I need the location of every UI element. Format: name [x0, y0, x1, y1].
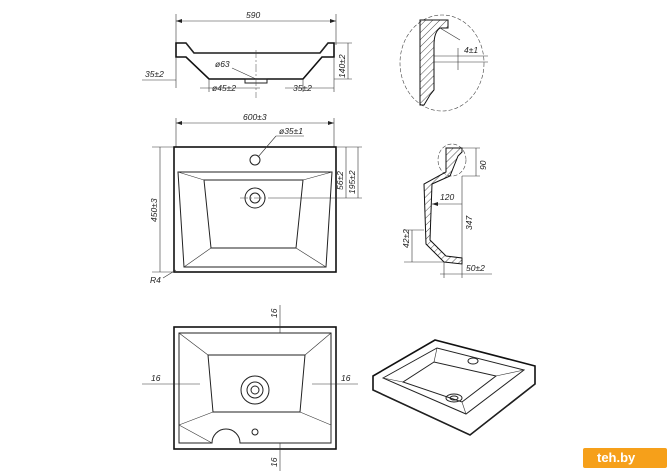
dim-tap-hole: ø35±1: [279, 126, 303, 136]
iso-bowl: [401, 361, 498, 403]
dim-right-offset: 35±2: [293, 83, 312, 93]
dim-section-bottom: 50±2: [466, 263, 485, 273]
plan-outline: [173, 146, 337, 273]
bottom-view: 16 16 16 16: [142, 305, 358, 471]
tap-hole: [249, 154, 261, 166]
section-hatch: [423, 147, 463, 265]
plan-bowl: [203, 179, 304, 249]
bottom-rim: [178, 332, 332, 444]
bottom-drain: [240, 375, 270, 405]
dim-drain-offset: 56±2: [335, 171, 345, 190]
dim-section-drain: 42±2: [401, 229, 411, 248]
isometric-view: [372, 339, 536, 436]
dim-plan-depth: 450±3: [149, 198, 159, 222]
dim-section-top: 90: [478, 160, 488, 170]
dim-radius: R4: [150, 275, 161, 285]
dim-drain-depth: 195±2: [347, 170, 357, 194]
iso-outline: [372, 339, 536, 436]
plan-rim: [177, 171, 333, 268]
dim-height: 140±2: [337, 54, 347, 78]
detail-view: 4±1: [399, 14, 488, 112]
dim-width-590: 590: [246, 10, 260, 20]
detail-hatch: [419, 19, 449, 106]
dim-outlet: ø45±2: [212, 83, 236, 93]
dim-bottom-right: 16: [341, 373, 351, 383]
dim-hole: ø63: [215, 59, 230, 69]
bottom-outline: [173, 326, 337, 450]
basin-profile: [175, 42, 335, 80]
watermark-text: teh.by: [597, 450, 636, 465]
front-view: 590 ø63 35±2 ø45±2 35±2 140±2: [142, 10, 352, 98]
dim-plan-width: 600±3: [243, 112, 267, 122]
section-view: 90 120 347 42±2 50±2: [401, 143, 492, 278]
dim-section-height: 347: [464, 216, 474, 230]
dim-detail: 4±1: [464, 45, 478, 55]
dim-bottom-left: 16: [151, 373, 161, 383]
dim-section-inner: 120: [440, 192, 454, 202]
dim-bottom-top: 16: [269, 308, 279, 318]
plan-view: 600±3 ø35±1 450±3 56±2 195±2 R4: [149, 112, 362, 285]
dim-left-offset: 35±2: [145, 69, 164, 79]
dim-bottom-bottom: 16: [269, 457, 279, 467]
watermark-logo: [583, 448, 667, 468]
